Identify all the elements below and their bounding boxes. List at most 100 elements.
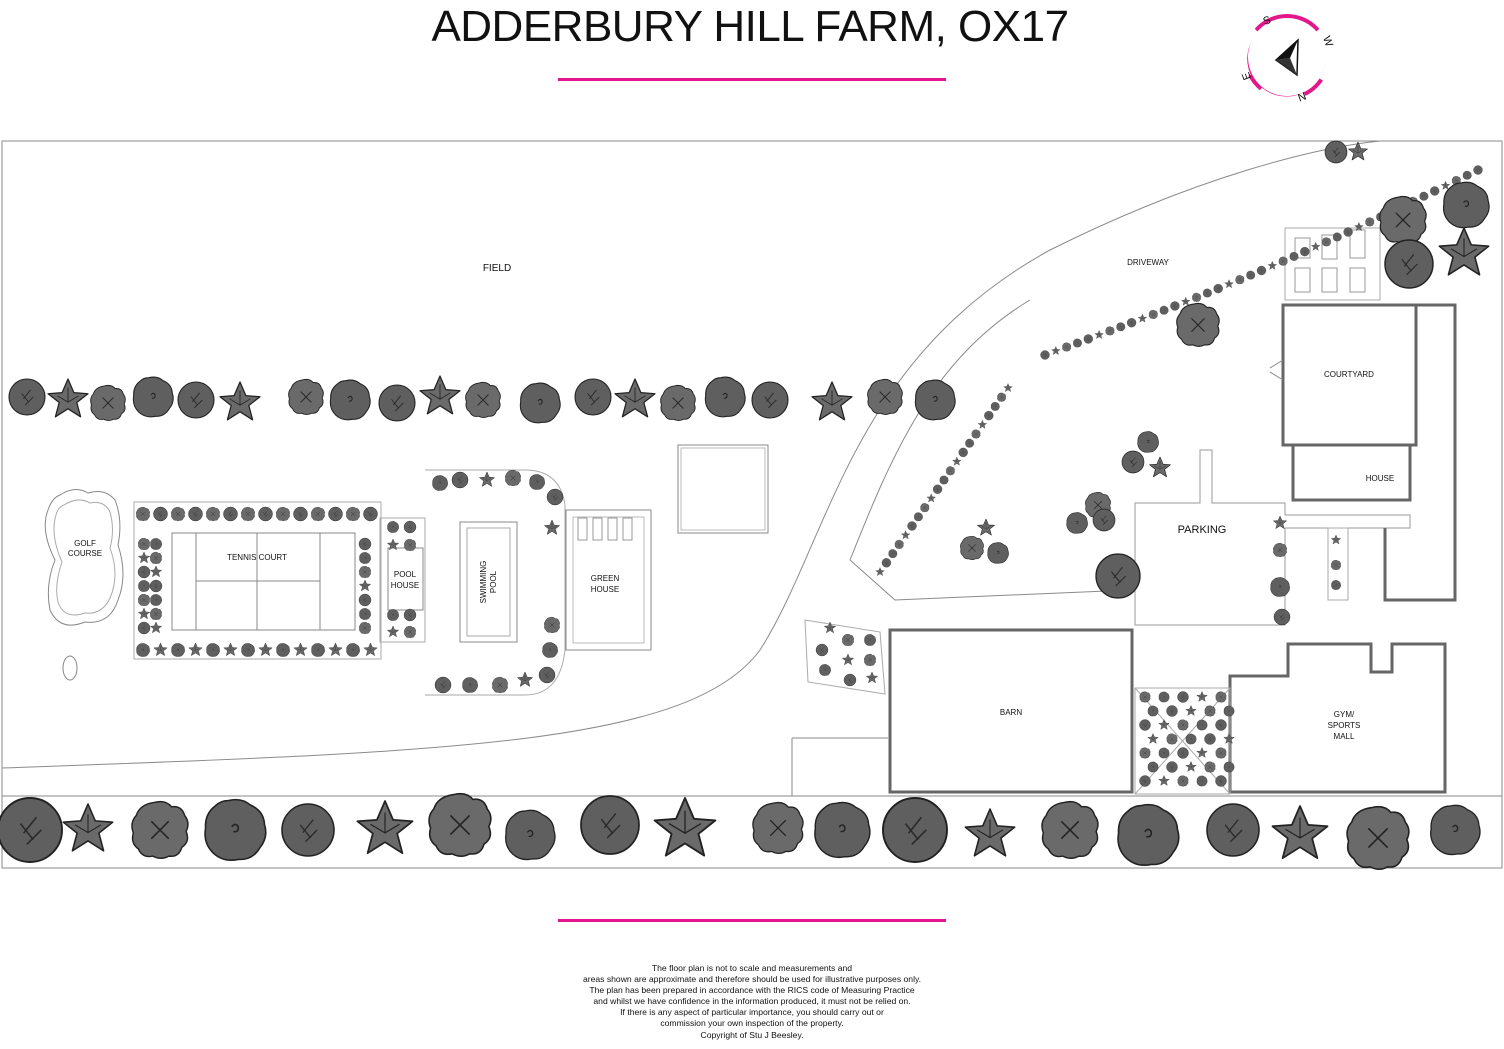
tree-icon — [149, 579, 163, 593]
tree-icon — [1158, 775, 1170, 786]
label-field: FIELD — [483, 263, 511, 274]
tree-icon — [465, 381, 501, 418]
tree-icon — [945, 466, 955, 476]
tree-icon — [1203, 288, 1212, 298]
tree-icon — [1384, 239, 1434, 289]
tree-icon — [241, 506, 255, 522]
tree-icon — [1139, 719, 1151, 731]
tree-icon — [1147, 705, 1159, 717]
tree-icon — [346, 506, 360, 522]
tree-icon — [188, 642, 203, 656]
label-gym-1: GYM/ — [1334, 710, 1355, 719]
tree-icon — [842, 653, 854, 665]
tree-icon — [819, 664, 831, 676]
tree-icon — [1332, 232, 1342, 242]
tree-icon — [574, 378, 612, 416]
tree-icon — [150, 621, 162, 633]
label-swimming-pool-2: POOL — [489, 570, 498, 593]
compass-letter-e: E — [1240, 70, 1254, 81]
tree-icon — [505, 809, 556, 861]
tree-icon — [752, 801, 804, 854]
tree-icon — [1185, 705, 1197, 716]
tree-icon — [1215, 775, 1227, 787]
tree-icon — [1092, 508, 1116, 532]
tree-icon — [1331, 559, 1341, 570]
tree-icon — [1166, 705, 1178, 717]
tree-icon — [47, 378, 89, 418]
tree-icon — [428, 792, 492, 858]
tree-icon — [276, 506, 290, 522]
tree-icon — [1215, 691, 1227, 703]
compass-letter-w: W — [1320, 35, 1335, 49]
tree-icon — [378, 384, 416, 422]
tree-icon — [1003, 383, 1013, 392]
tree-icon — [1438, 227, 1490, 276]
gym-building — [1228, 642, 1447, 794]
plan-title: ADDERBURY HILL FARM, OX17 — [431, 2, 1069, 51]
tree-icon — [363, 642, 378, 656]
tree-icon — [136, 506, 150, 522]
label-parking: PARKING — [1178, 524, 1227, 536]
disclaimer-line: commission your own inspection of the pr… — [660, 1018, 844, 1029]
tree-icon — [1051, 346, 1061, 355]
compass-letter-n: N — [1296, 89, 1308, 103]
tree-icon — [1273, 515, 1287, 529]
tree-icon — [914, 379, 956, 421]
tree-icon — [1324, 140, 1348, 164]
tree-icon — [1148, 309, 1158, 319]
tree-icon — [987, 542, 1009, 564]
tree-icon — [150, 551, 162, 564]
tree-icon — [1311, 242, 1321, 251]
barn-building — [888, 628, 1134, 794]
tree-icon — [1192, 292, 1202, 302]
tree-icon — [258, 506, 273, 522]
tree-icon — [432, 475, 448, 491]
tree-icon — [1158, 747, 1170, 759]
tree-icon — [1166, 761, 1178, 773]
tree-icon — [932, 484, 943, 494]
disclaimer-line: areas shown are approximate and therefor… — [582, 974, 922, 985]
tree-icon — [866, 671, 878, 683]
tree-icon — [150, 538, 162, 550]
tree-icon — [150, 565, 162, 577]
house-building — [1383, 303, 1457, 602]
tree-icon — [875, 567, 885, 576]
label-barn: BARN — [1000, 708, 1022, 717]
tree-icon — [241, 643, 255, 657]
tree-icon — [952, 456, 962, 466]
tree-icon — [1066, 512, 1088, 534]
tree-icon — [653, 797, 717, 857]
tree-icon — [138, 537, 150, 550]
tree-icon — [1139, 747, 1151, 759]
label-courtyard: COURTYARD — [1324, 370, 1374, 379]
tree-icon — [920, 503, 930, 513]
tree-icon — [1430, 804, 1481, 856]
tree-icon — [1159, 305, 1169, 315]
tree-icon — [1213, 283, 1223, 294]
tree-icon — [1441, 181, 1450, 190]
tree-icon — [1223, 705, 1235, 717]
tree-icon — [138, 551, 150, 563]
tree-icon — [1062, 342, 1072, 352]
tree-icon — [387, 625, 399, 637]
tree-icon — [1177, 775, 1189, 787]
tree-icon — [1147, 733, 1159, 744]
tree-icon — [1083, 334, 1093, 344]
tree-icon — [580, 795, 640, 855]
tree-icon — [359, 608, 371, 620]
tree-icon — [842, 633, 854, 646]
tree-icon — [971, 429, 981, 439]
tree-icon — [62, 803, 114, 852]
tree-icon — [1273, 542, 1287, 558]
tree-icon — [1331, 534, 1341, 545]
tree-icon — [517, 671, 533, 687]
courtyard-building — [1281, 303, 1418, 447]
compass-letter-s: S — [1262, 14, 1273, 28]
tree-icon — [1177, 691, 1189, 703]
tree-icon — [614, 378, 656, 418]
tree-icon — [1196, 691, 1208, 702]
tree-icon — [356, 800, 414, 855]
label-pool-house-2: HOUSE — [391, 581, 419, 590]
label-tennis: TENNIS COURT — [227, 553, 287, 562]
disclaimer-line: and whilst we have confidence in the inf… — [593, 996, 911, 1007]
